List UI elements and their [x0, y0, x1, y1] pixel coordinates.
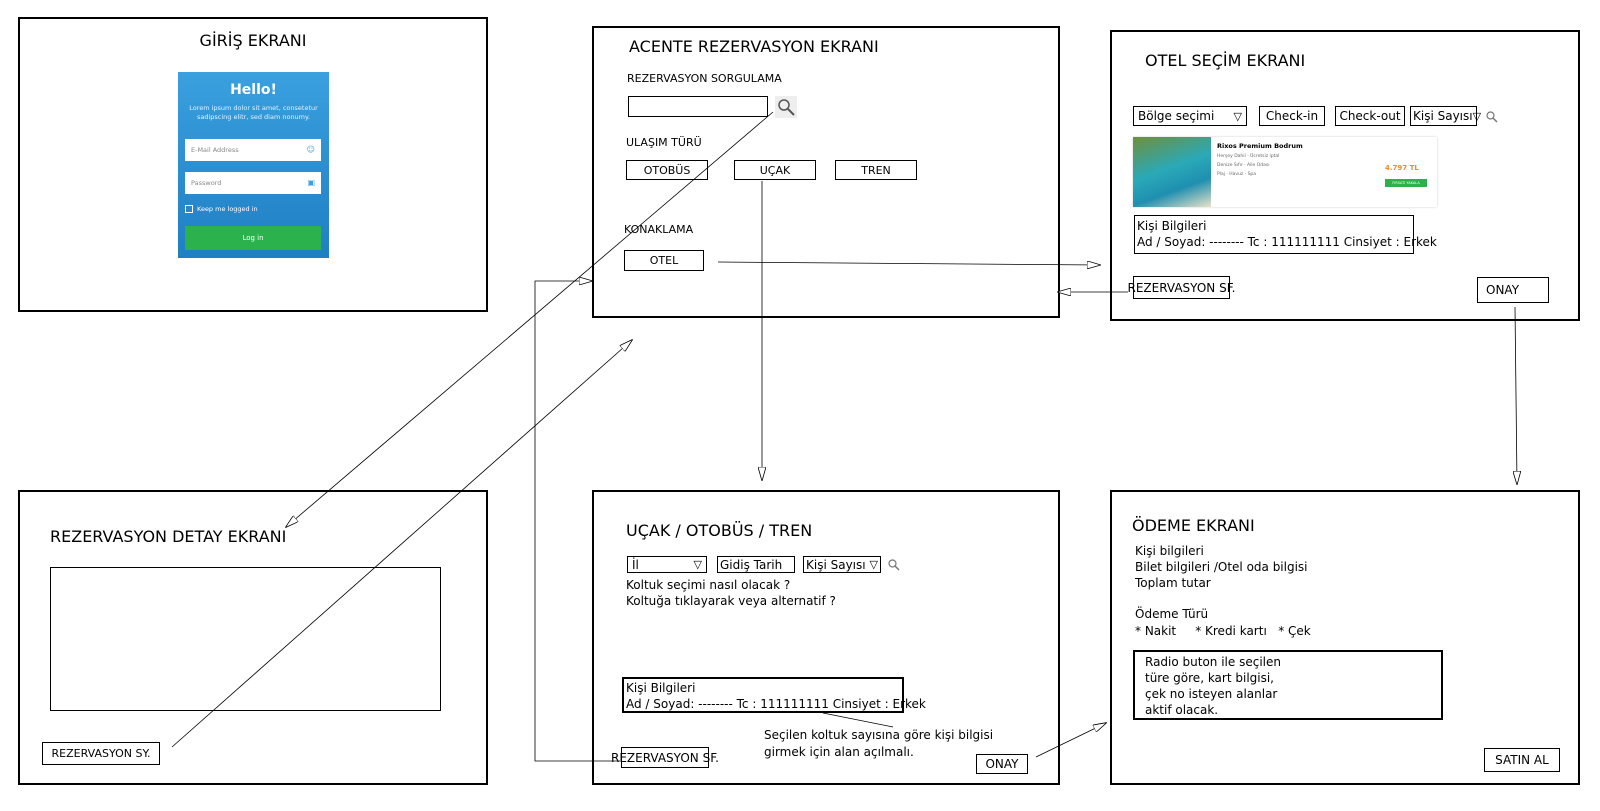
hotel-deal-button[interactable]: FIRSATI YAKALA: [1385, 179, 1427, 187]
chevron-down-icon: ▽: [693, 558, 702, 571]
person-info-line: Ad / Soyad: -------- Tc : 111111111 Cins…: [626, 697, 926, 711]
chevron-down-icon: ▽: [1233, 109, 1242, 123]
hotel-price: 4.797 TL: [1385, 164, 1419, 172]
email-placeholder: E-Mail Address: [191, 146, 239, 154]
payment-line-2: Bilet bilgileri /Otel oda bilgisi: [1135, 560, 1308, 574]
detail-content-box: [50, 567, 441, 711]
people-label: Kişi Sayısı: [1413, 109, 1473, 123]
keep-logged-label: Keep me logged in: [197, 205, 258, 213]
payment-note-box: Radio buton ile seçilen türe göre, kart …: [1133, 650, 1443, 720]
transport-screen-title: UÇAK / OTOBÜS / TREN: [626, 521, 813, 540]
payment-note-4: aktif olacak.: [1145, 703, 1219, 717]
seat-note-line-1: Seçilen koltuk sayısına göre kişi bilgis…: [764, 728, 994, 742]
email-field[interactable]: E-Mail Address ☺: [185, 139, 321, 161]
detail-screen: REZERVASYON DETAY EKRANI REZERVASYON SY.: [18, 490, 488, 785]
checkbox-icon: [185, 205, 193, 213]
train-button[interactable]: TREN: [835, 160, 917, 180]
reservation-page-button[interactable]: REZERVASYON SF.: [1128, 276, 1236, 299]
payment-line-1: Kişi bilgileri: [1135, 544, 1204, 558]
city-select[interactable]: İl ▽: [627, 556, 707, 573]
transport-label: ULAŞIM TÜRÜ: [626, 136, 702, 149]
login-screen-title: GİRİŞ EKRANI: [199, 31, 307, 50]
chevron-down-icon: ▽: [869, 558, 878, 571]
people-select[interactable]: Kişi Sayısı▽: [803, 556, 881, 573]
agency-screen-title: ACENTE REZERVASYON EKRANI: [629, 37, 879, 56]
hotel-screen-title: OTEL SEÇİM EKRANI: [1145, 51, 1306, 70]
departure-label: Gidiş Tarih: [720, 557, 783, 572]
login-hello: Hello!: [230, 82, 277, 98]
people-select[interactable]: Kişi Sayısı▽: [1410, 106, 1481, 126]
detail-screen-title: REZERVASYON DETAY EKRANI: [50, 527, 287, 546]
payment-line-3: Toplam tutar: [1135, 576, 1211, 590]
password-field[interactable]: Password ▣: [185, 172, 321, 194]
seat-question-1: Koltuk seçimi nasıl olacak ?: [626, 578, 791, 592]
payment-type-label: Ödeme Türü: [1135, 607, 1209, 621]
confirm-button[interactable]: ONAY: [976, 754, 1028, 774]
person-info-box: Kişi Bilgileri Ad / Soyad: -------- Tc :…: [1134, 215, 1437, 254]
agency-screen: ACENTE REZERVASYON EKRANI REZERVASYON SO…: [592, 26, 1060, 318]
person-info-line: Ad / Soyad: -------- Tc : 111111111 Cins…: [1137, 235, 1437, 249]
reservation-page-button[interactable]: REZERVASYON SF.: [611, 747, 719, 768]
confirm-button[interactable]: ONAY: [1477, 277, 1549, 303]
user-icon: ☺: [306, 145, 315, 154]
payment-type-options[interactable]: * Nakit * Kredi kartı * Çek: [1135, 624, 1311, 638]
arrow-hotelconfirm-to-payment: [1515, 306, 1517, 484]
bus-button[interactable]: OTOBÜS: [626, 160, 708, 180]
people-label: Kişi Sayısı: [806, 557, 866, 572]
payment-note-1: Radio buton ile seçilen: [1145, 655, 1281, 669]
login-lorem: Lorem ipsum dolor sit amet, consetetur s…: [189, 104, 318, 121]
person-info-title: Kişi Bilgileri: [626, 681, 696, 695]
hotel-name: Rixos Premium Bodrum: [1217, 142, 1303, 150]
person-info-title: Kişi Bilgileri: [1137, 219, 1207, 233]
plane-button[interactable]: UÇAK: [734, 160, 816, 180]
payment-note-2: türe göre, kart bilgisi,: [1145, 671, 1274, 685]
accommodation-label: KONAKLAMA: [624, 223, 694, 236]
query-label: REZERVASYON SORGULAMA: [627, 72, 782, 85]
login-card: Hello! Lorem ipsum dolor sit amet, conse…: [178, 72, 329, 258]
hotel-feature-1: Herşey Dahil · Ücretsiz iptal: [1217, 154, 1280, 159]
hotel-button[interactable]: OTEL: [624, 250, 704, 271]
hotel-feature-2: Denize Sıfır · Aile Odası: [1217, 163, 1270, 168]
hotel-card[interactable]: Rixos Premium Bodrum Herşey Dahil · Ücre…: [1133, 137, 1437, 207]
buy-button[interactable]: SATIN AL: [1484, 748, 1560, 772]
login-button[interactable]: Log in: [185, 226, 321, 250]
payment-screen: ÖDEME EKRANI Kişi bilgileri Bilet bilgil…: [1110, 490, 1580, 785]
keep-logged-checkbox[interactable]: Keep me logged in: [185, 205, 258, 213]
chevron-down-icon: ▽: [1472, 109, 1482, 123]
transport-screen: UÇAK / OTOBÜS / TREN İl ▽ Gidiş Tarih Kiş…: [592, 490, 1060, 785]
reservation-page-button[interactable]: REZERVASYON SY.: [42, 742, 160, 765]
reservation-query-input[interactable]: [628, 96, 768, 117]
search-icon[interactable]: [1485, 109, 1499, 128]
hotel-image: [1133, 137, 1211, 207]
payment-note-3: çek no isteyen alanlar: [1145, 687, 1278, 701]
checkin-field[interactable]: Check-in: [1259, 106, 1325, 126]
search-icon[interactable]: [887, 557, 901, 576]
person-info-box: Kişi Bilgileri Ad / Soyad: -------- Tc :…: [622, 677, 926, 713]
region-label: Bölge seçimi: [1138, 109, 1215, 123]
region-select[interactable]: Bölge seçimi ▽: [1133, 106, 1247, 126]
lock-icon: ▣: [307, 178, 315, 187]
checkout-field[interactable]: Check-out: [1335, 106, 1405, 126]
city-label: İl: [632, 557, 639, 572]
seat-note-line-2: girmek için alan açılmalı.: [764, 745, 914, 759]
seat-question-2: Koltuğa tıklayarak veya alternatif ?: [626, 594, 836, 608]
search-icon[interactable]: [775, 96, 797, 118]
password-placeholder: Password: [191, 179, 222, 187]
payment-screen-title: ÖDEME EKRANI: [1132, 516, 1255, 535]
hotel-feature-3: Plaj · Havuz · Spa: [1217, 172, 1257, 177]
departure-date-field[interactable]: Gidiş Tarih: [717, 556, 795, 573]
